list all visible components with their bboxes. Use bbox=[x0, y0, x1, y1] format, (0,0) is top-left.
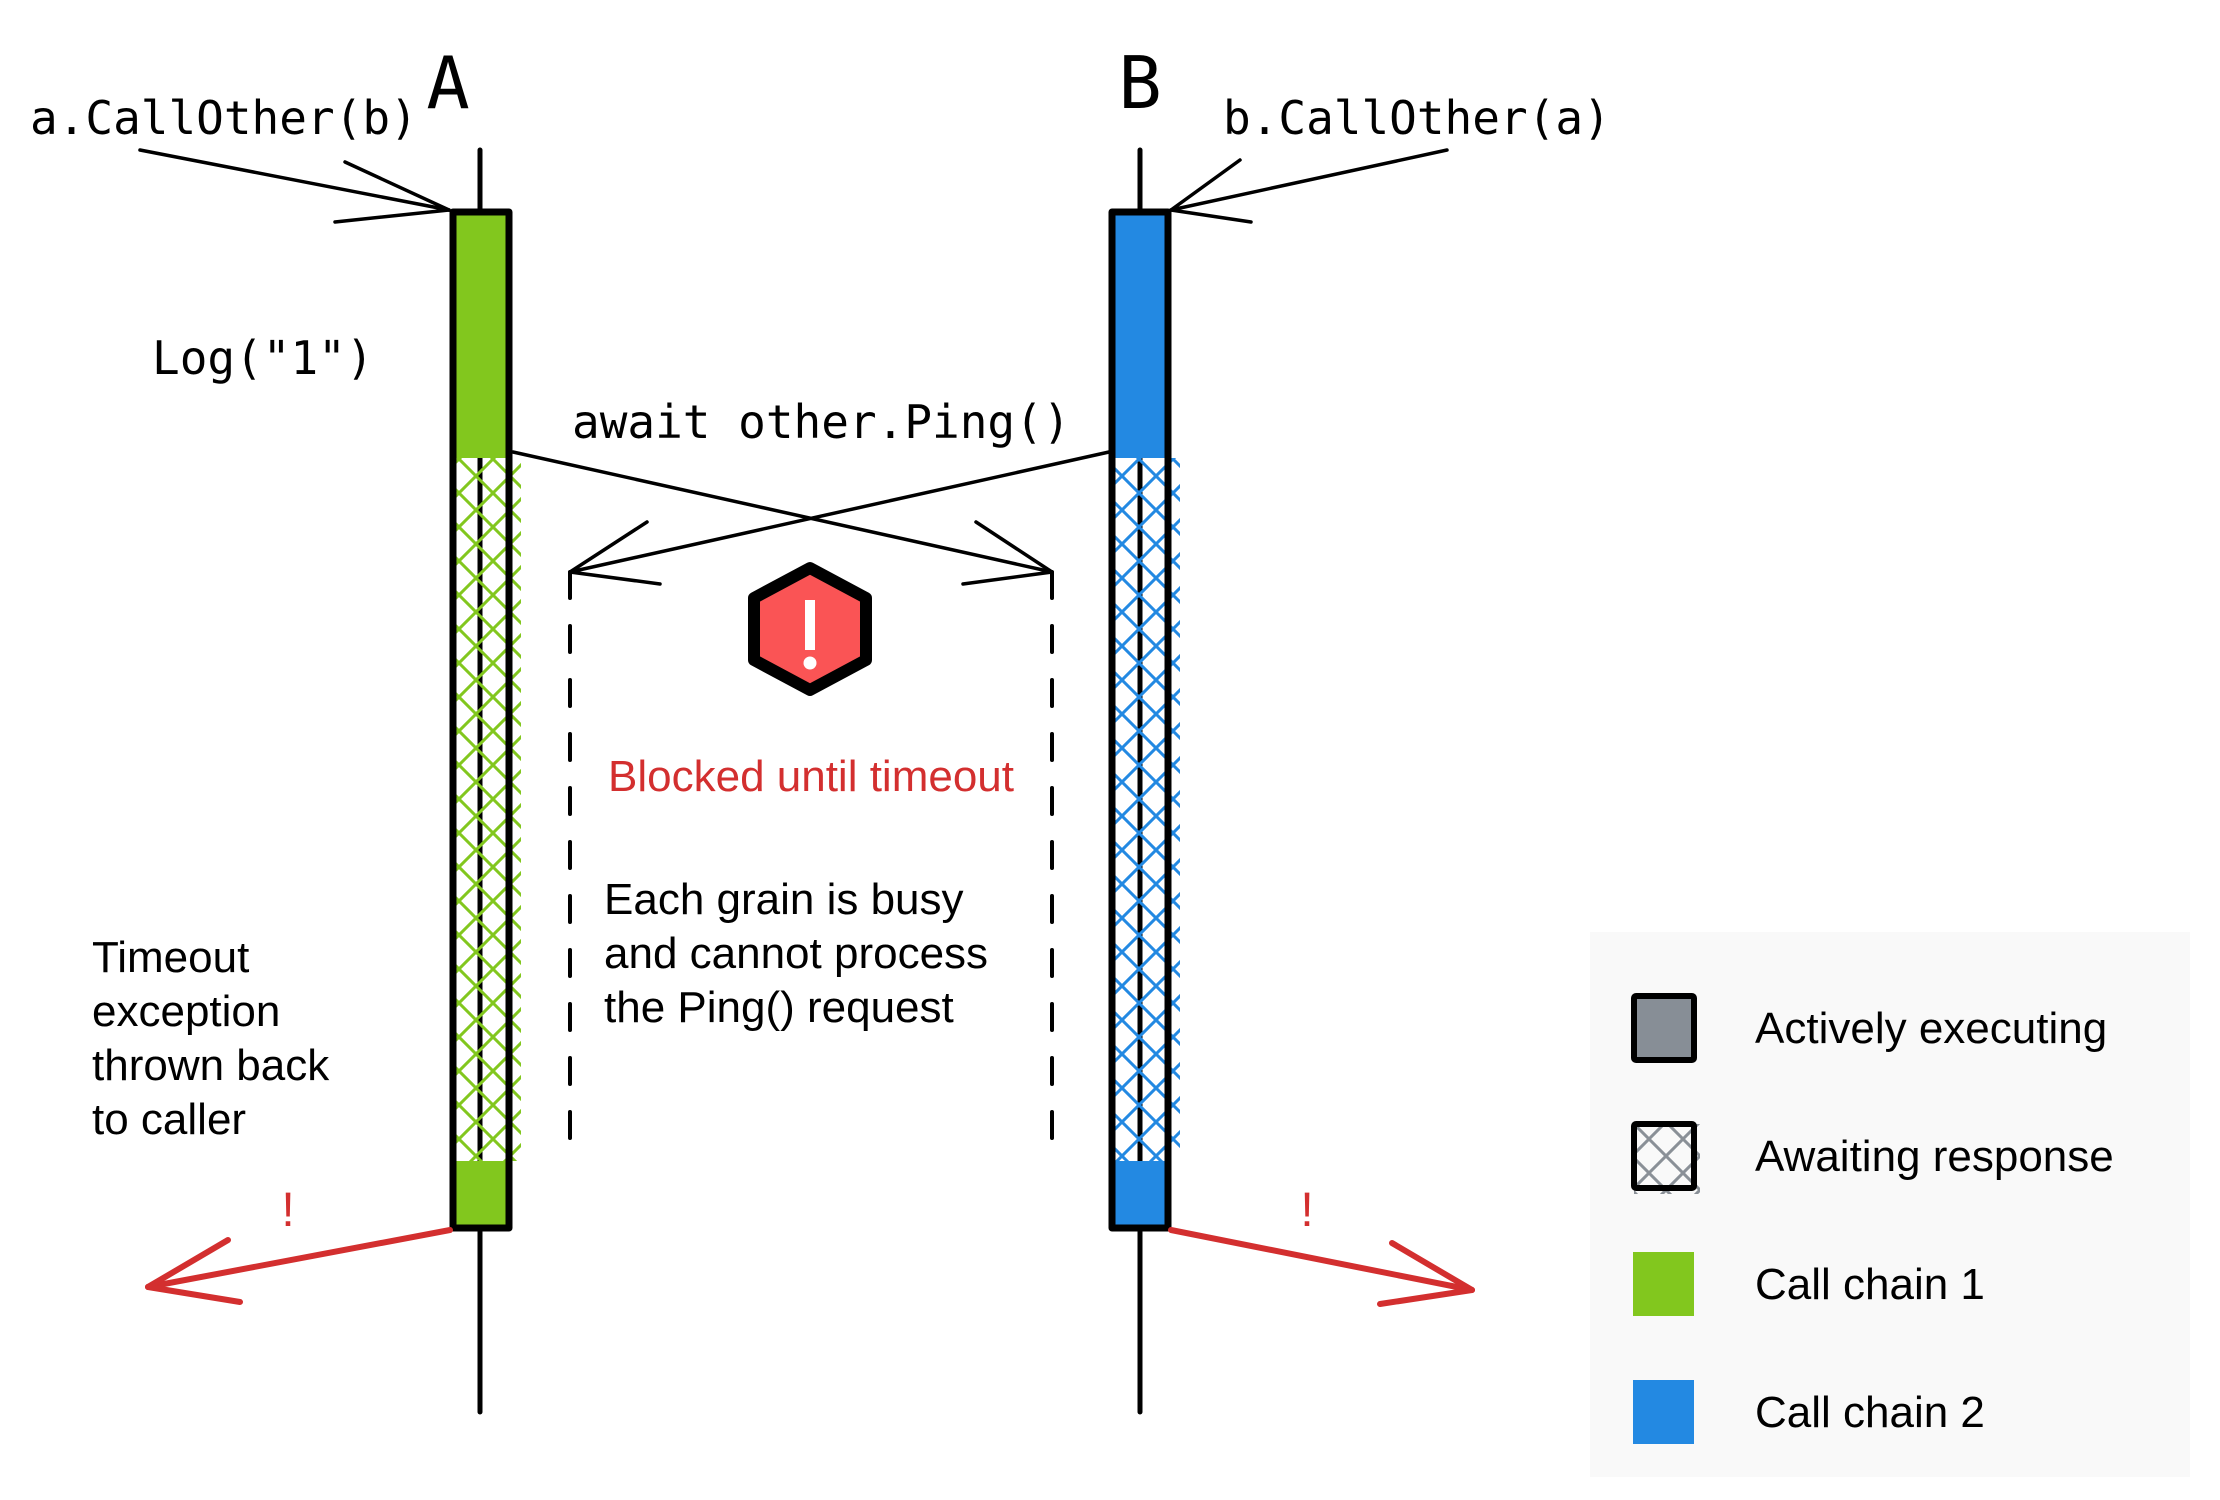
grain-b-label: B bbox=[1118, 41, 1161, 125]
grain-b-active-top bbox=[1112, 212, 1168, 458]
legend-swatch-awaiting-hatch bbox=[1634, 1124, 1700, 1194]
busy-explanation: Each grain is busy and cannot process th… bbox=[604, 875, 1000, 1032]
legend-swatch-chain2 bbox=[1633, 1380, 1694, 1444]
call-label-a: a.CallOther(b) bbox=[30, 91, 418, 145]
warning-hexagon-icon bbox=[748, 562, 872, 696]
grain-a-label: A bbox=[426, 41, 469, 125]
call-arrow-b bbox=[1169, 148, 1449, 224]
legend-item-chain1: Call chain 1 bbox=[1633, 1252, 1985, 1316]
legend-item-active: Actively executing bbox=[1631, 993, 2107, 1063]
ping-arrow-a-to-b bbox=[511, 450, 1054, 586]
log-label: Log("1") bbox=[152, 331, 374, 385]
timeout-arrow-b bbox=[1168, 1227, 1475, 1307]
error-mark-b: ! bbox=[1300, 1184, 1313, 1237]
grain-b-activation-bar bbox=[1108, 208, 1172, 1232]
error-mark-a: ! bbox=[281, 1184, 294, 1237]
grain-a-active-bottom bbox=[453, 1161, 509, 1228]
timeout-explanation: Timeout exception thrown back to caller bbox=[92, 933, 341, 1144]
blocked-label: Blocked until timeout bbox=[608, 752, 1014, 801]
call-arrow-a bbox=[138, 148, 451, 224]
ping-arrow-b-to-a bbox=[568, 450, 1111, 586]
legend-swatch-awaiting bbox=[1631, 1121, 1697, 1191]
busy-line-1: Each grain is busy bbox=[604, 875, 964, 924]
timeout-line-4: to caller bbox=[92, 1095, 246, 1144]
timeout-line-2: exception bbox=[92, 987, 280, 1036]
grain-a: A a.CallOther(b) bbox=[30, 41, 521, 1415]
grain-b-active-bottom bbox=[1112, 1161, 1168, 1228]
timeout-line-1: Timeout bbox=[92, 933, 249, 982]
legend-swatch-active bbox=[1631, 993, 1697, 1063]
timeout-arrow-a bbox=[145, 1227, 453, 1305]
legend-label-chain1: Call chain 1 bbox=[1755, 1260, 1985, 1309]
legend-item-awaiting: Awaiting response bbox=[1631, 1121, 2114, 1194]
await-label: await other.Ping() bbox=[572, 395, 1071, 449]
grain-b: B b.CallOther(a) bbox=[1108, 41, 1611, 1415]
legend: Actively executing Awaiting response Cal… bbox=[1590, 932, 2190, 1477]
legend-swatch-chain1 bbox=[1633, 1252, 1694, 1316]
timeout-line-3: thrown back bbox=[92, 1041, 330, 1090]
grain-a-activation-bar bbox=[449, 208, 513, 1232]
legend-label-awaiting: Awaiting response bbox=[1755, 1132, 2114, 1181]
legend-label-chain2: Call chain 2 bbox=[1755, 1388, 1985, 1437]
busy-line-2: and cannot process bbox=[604, 929, 988, 978]
call-label-b: b.CallOther(a) bbox=[1223, 91, 1611, 145]
grain-a-active-top bbox=[453, 212, 509, 458]
legend-item-chain2: Call chain 2 bbox=[1633, 1380, 1985, 1444]
legend-label-active: Actively executing bbox=[1755, 1004, 2107, 1053]
busy-line-3: the Ping() request bbox=[604, 983, 954, 1032]
